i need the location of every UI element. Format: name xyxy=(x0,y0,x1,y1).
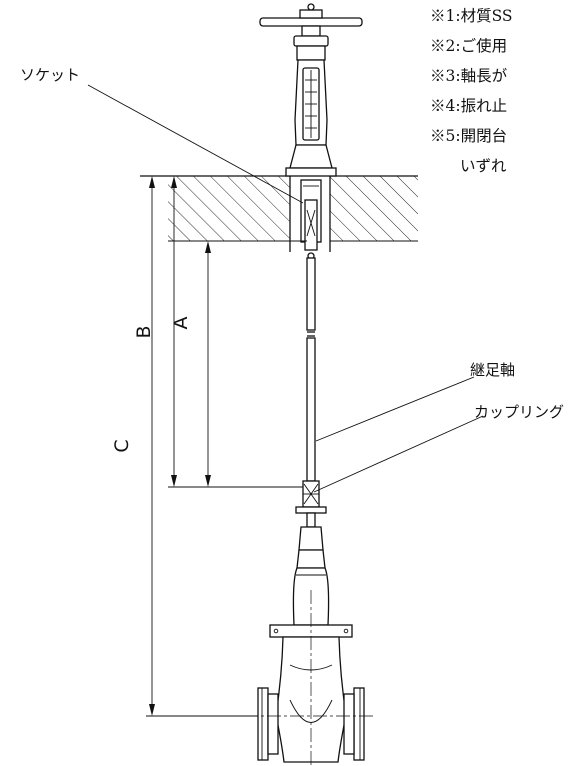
dimension-b-label: B xyxy=(133,325,155,338)
note-5: ※5:開閉台 xyxy=(430,127,507,145)
note-4: ※4:振れ止 xyxy=(430,97,507,115)
note-2: ※2:ご使用 xyxy=(430,37,507,55)
dimension-a-label: A xyxy=(170,317,192,330)
coupling-label: カップリング xyxy=(474,403,564,421)
opening-stand xyxy=(259,3,363,177)
coupling xyxy=(302,480,320,508)
extension-shaft xyxy=(306,257,316,482)
extension-shaft-label: 継足軸 xyxy=(470,361,515,379)
socket-label: ソケット xyxy=(20,66,80,84)
dimension-lines xyxy=(140,175,307,717)
leader-lines xyxy=(87,84,484,493)
note-3: ※3:軸長が xyxy=(430,67,508,85)
dimension-c-label: C xyxy=(111,439,133,452)
socket xyxy=(300,179,322,260)
floor-slab xyxy=(140,175,418,252)
note-5-continued: いずれ xyxy=(460,157,507,175)
gate-valve xyxy=(244,506,376,766)
notes-block: ※1:材質SS ※2:ご使用 ※3:軸長が ※4:振れ止 ※5:開閉台 いずれ xyxy=(430,7,513,175)
note-1: ※1:材質SS xyxy=(430,7,513,25)
